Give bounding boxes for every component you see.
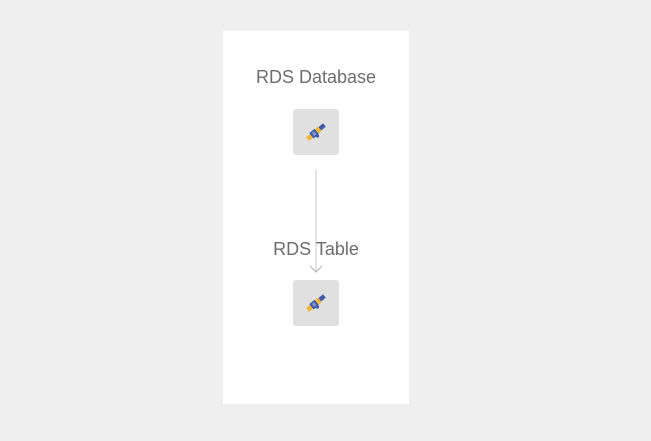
node-label-rds-table: RDS Table <box>273 239 359 259</box>
lineage-panel: RDS Database RDS Table <box>223 31 409 404</box>
node-label-rds-database: RDS Database <box>255 67 377 87</box>
node-rds-table[interactable] <box>293 280 339 326</box>
telescope-icon <box>306 123 326 141</box>
node-rds-database[interactable] <box>293 109 339 155</box>
telescope-icon <box>306 294 326 312</box>
arrowhead-icon <box>309 265 323 273</box>
